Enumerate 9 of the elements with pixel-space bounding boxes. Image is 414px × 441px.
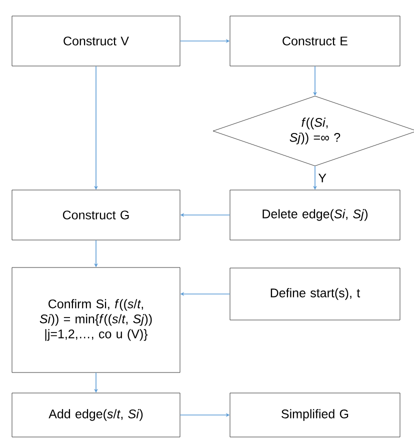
process-box: Construct E [230, 16, 400, 66]
process-box: Add edge(s/t, Si) [12, 392, 180, 438]
process-box: Delete edge(Si, Sj) [230, 190, 400, 240]
process-box: Define start(s), t [230, 268, 400, 320]
edge-label: Y [317, 172, 328, 184]
process-box: Confirm Si, f((s/t, Si)) = min{f((s/t, Sj)) |j=1,2,…, co u (V)} [12, 267, 180, 373]
process-box: Construct V [12, 16, 180, 66]
process-box: Simplified G [230, 392, 400, 438]
process-box: Construct G [12, 190, 180, 240]
